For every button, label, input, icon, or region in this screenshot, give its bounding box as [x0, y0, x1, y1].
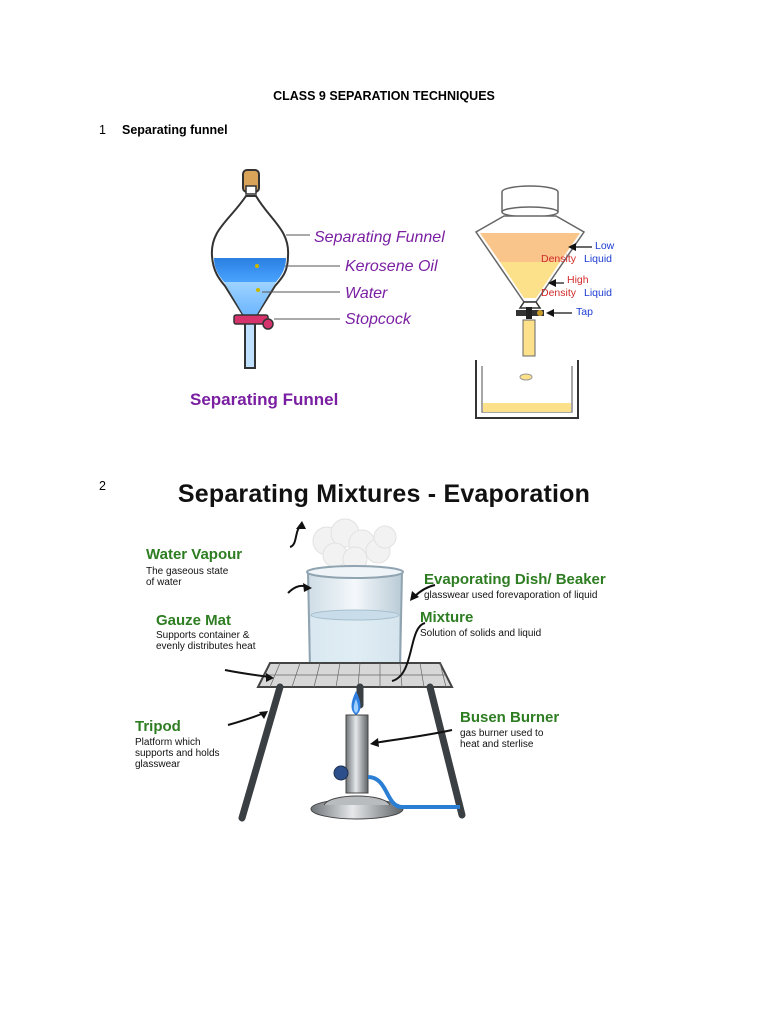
tap-label: Tap	[576, 306, 593, 318]
high-label: High	[567, 274, 589, 286]
collecting-beaker	[475, 360, 579, 419]
kerosene-layer	[214, 258, 286, 282]
gauze-mat-title: Gauze Mat	[156, 612, 232, 629]
funnel-label: Separating Funnel	[314, 229, 445, 246]
evaporation-apparatus	[224, 518, 466, 822]
water-layer	[224, 282, 276, 316]
water-vapour-desc-1: The gaseous state	[146, 566, 229, 577]
high-density-layer	[500, 262, 560, 298]
tripod-desc-1: Platform which	[135, 737, 201, 748]
gauze-mat-desc-1: Supports container &	[156, 630, 250, 641]
dish-title: Evaporating Dish/ Beaker	[424, 571, 606, 588]
tripod-desc-2: supports and holds	[135, 748, 220, 759]
funnel-caption: Separating Funnel	[190, 390, 338, 409]
tripod-title: Tripod	[135, 718, 181, 735]
density-funnel-diagram: Low Density Liquid High Density Liquid T…	[474, 185, 615, 419]
dish-desc-1: glasswear used forevaporation of liquid	[424, 590, 598, 601]
section-2-number: 2	[99, 479, 106, 493]
low-label: Low	[595, 240, 615, 252]
section-1-heading: Separating funnel	[122, 123, 228, 137]
water-vapour-desc-2: of water	[146, 577, 182, 588]
mixture-title: Mixture	[420, 609, 474, 626]
burner-title: Busen Burner	[460, 709, 560, 726]
evaporation-title: Separating Mixtures - Evaporation	[177, 480, 591, 508]
burner-desc-2: heat and sterlise	[460, 739, 534, 750]
high-liquid-word: Liquid	[584, 287, 612, 299]
gauze-mat-desc-2: evenly distributes heat	[156, 641, 256, 652]
low-density-layer	[480, 233, 580, 262]
separating-funnel-diagram: Separating Funnel Kerosene Oil Water Sto…	[190, 169, 445, 409]
low-liquid-word: Liquid	[584, 253, 612, 265]
water-label: Water	[345, 285, 388, 302]
mixture-desc-1: Solution of solids and liquid	[420, 628, 542, 639]
section-1-number: 1	[99, 123, 106, 137]
bunsen-burner-icon	[345, 714, 369, 794]
burner-desc-1: gas burner used to	[460, 728, 544, 739]
water-vapour-title: Water Vapour	[146, 546, 243, 563]
tripod-desc-3: glasswear	[135, 759, 181, 770]
high-density-word: Density	[541, 287, 577, 299]
kerosene-label: Kerosene Oil	[345, 258, 438, 275]
steam-cloud	[312, 518, 397, 572]
document-title: CLASS 9 SEPARATION TECHNIQUES	[273, 89, 495, 103]
low-density-word: Density	[541, 253, 577, 265]
stopcock-label: Stopcock	[345, 311, 412, 328]
